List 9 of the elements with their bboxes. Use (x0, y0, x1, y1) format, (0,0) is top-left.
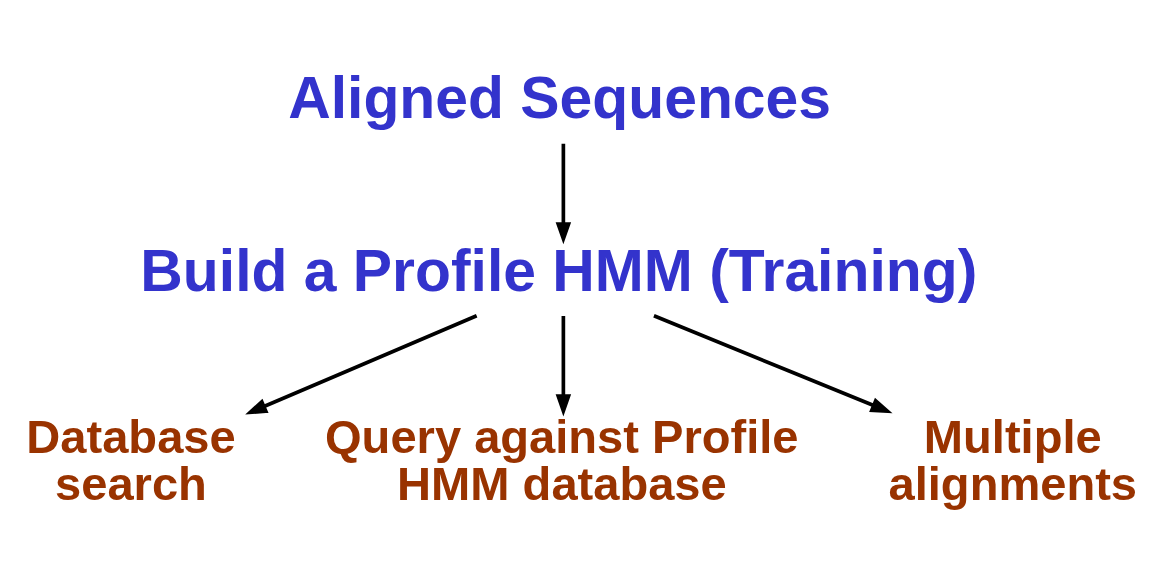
arrow (555, 315, 572, 416)
node-text: Build a Profile HMM (Training) (140, 237, 978, 303)
node-text: Database search (26, 409, 236, 510)
node-text: Multiple alignments (888, 409, 1138, 510)
arrow (245, 313, 478, 415)
node-text: Query against Profile HMM database (325, 409, 799, 510)
arrow (653, 313, 893, 413)
arrow (555, 143, 572, 244)
node-text: Aligned Sequences (288, 64, 832, 130)
